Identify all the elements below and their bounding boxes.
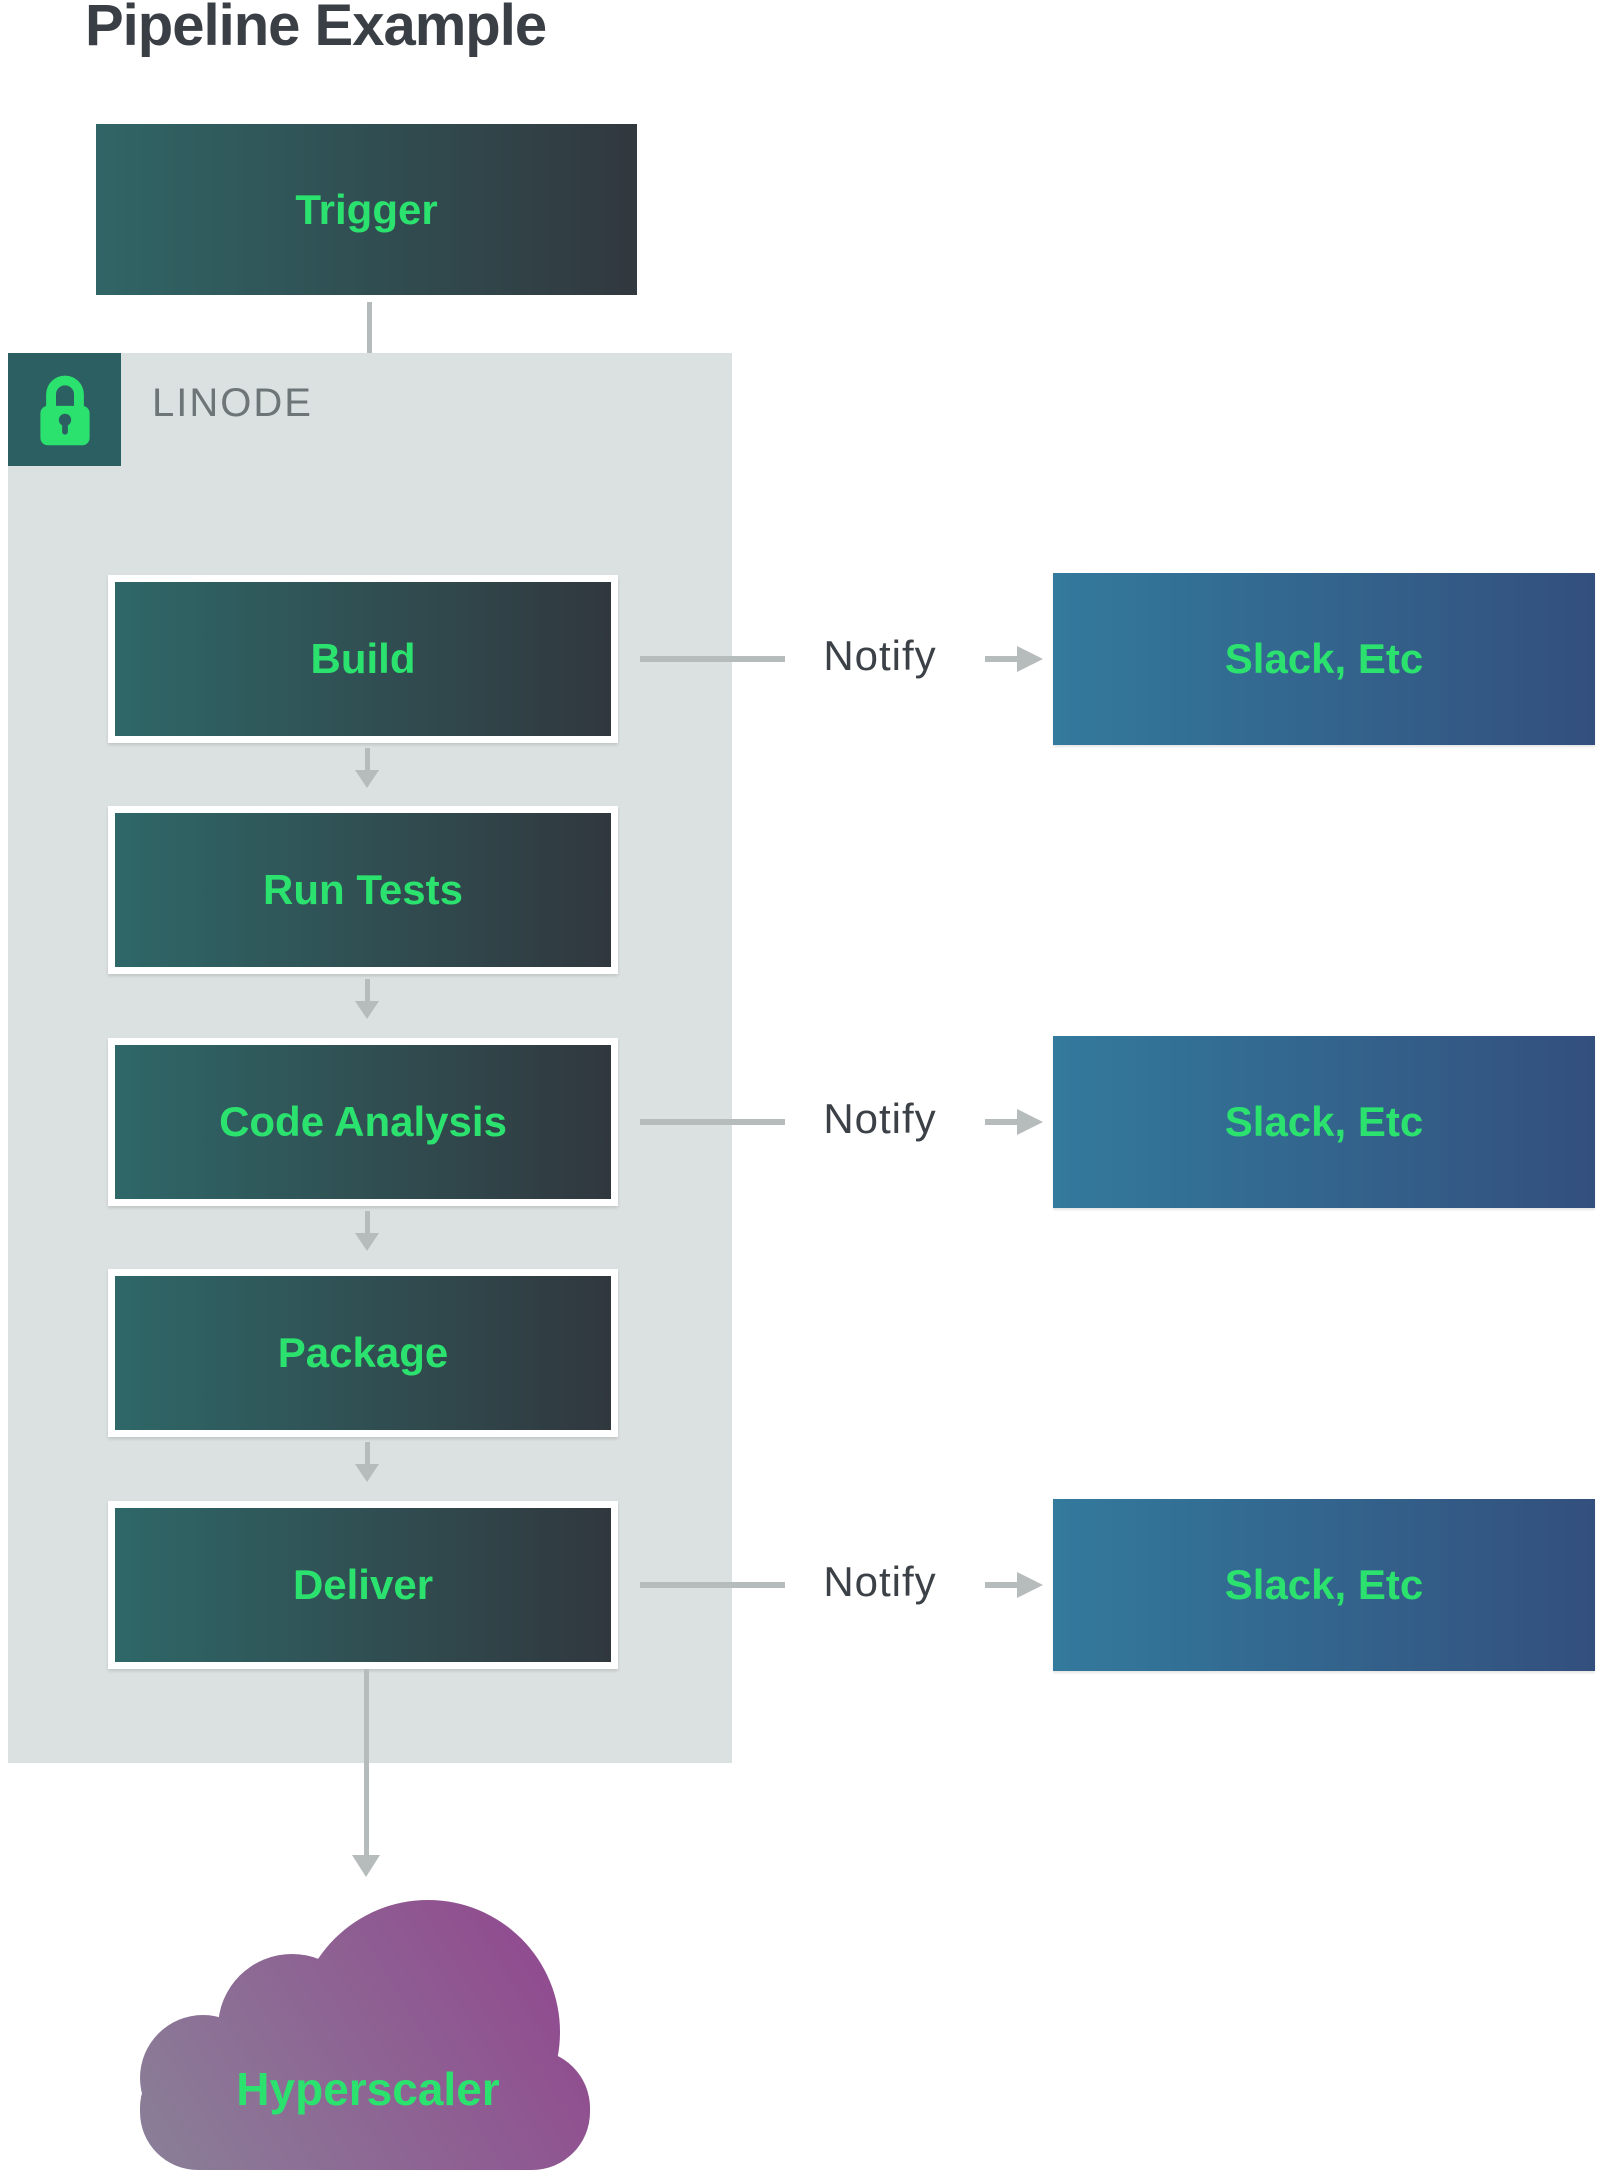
arrow-package-to-deliver-head (355, 1464, 379, 1482)
notify-target-label: Slack, Etc (1224, 1561, 1424, 1608)
arrow-codeanalysis-to-package-line (365, 1211, 370, 1233)
zone-label: LINODE (152, 381, 313, 425)
stage-label: Build (310, 635, 416, 682)
notify-target-label: Slack, Etc (1224, 635, 1424, 682)
arrow-deliver-to-cloud-head (352, 1855, 380, 1877)
notify-arrow-codeanalysis-line (985, 1119, 1017, 1125)
stage-node-package: Package (108, 1269, 618, 1437)
notify-target-node-codeanalysis: Slack, Etc (1053, 1036, 1595, 1208)
notify-arrow-build-line (985, 656, 1017, 662)
arrow-build-to-runtests-head (355, 770, 379, 788)
notify-arrow-codeanalysis-head (1017, 1109, 1043, 1135)
notify-label-deliver: Notify (823, 1558, 937, 1605)
stage-node-build: Build (108, 575, 618, 743)
arrow-deliver-to-cloud-line (364, 1669, 369, 1855)
notify-target-node-build: Slack, Etc (1053, 573, 1595, 745)
stage-label: Run Tests (263, 866, 463, 913)
stage-label: Package (277, 1329, 449, 1376)
stage-node-code-analysis: Code Analysis (108, 1038, 618, 1206)
arrow-build-to-runtests-line (365, 748, 370, 770)
cloud-shape (140, 1900, 590, 2170)
notify-label-codeanalysis: Notify (823, 1095, 937, 1142)
notify-arrow-deliver-line (985, 1582, 1017, 1588)
hyperscaler-cloud: Hyperscaler (140, 1900, 590, 2170)
trigger-label: Trigger (295, 185, 438, 233)
arrow-package-to-deliver-line (365, 1442, 370, 1464)
arrow-codeanalysis-to-package-head (355, 1233, 379, 1251)
arrow-runtests-to-codeanalysis-line (365, 979, 370, 1001)
notify-target-label: Slack, Etc (1224, 1098, 1424, 1145)
arrow-runtests-to-codeanalysis-head (355, 1001, 379, 1019)
stage-label: Code Analysis (219, 1098, 507, 1145)
cloud-label: Hyperscaler (236, 2063, 499, 2115)
notify-label-build: Notify (823, 632, 937, 679)
lock-badge (8, 353, 121, 466)
stage-label: Deliver (292, 1561, 434, 1608)
notify-line-codeanalysis (640, 1119, 785, 1125)
notify-arrow-build-head (1017, 646, 1043, 672)
trigger-node: Trigger (96, 124, 637, 295)
page-title: Pipeline Example (85, 0, 547, 58)
lock-icon (39, 375, 90, 445)
notify-target-node-deliver: Slack, Etc (1053, 1499, 1595, 1671)
notify-arrow-deliver-head (1017, 1572, 1043, 1598)
stage-node-deliver: Deliver (108, 1501, 618, 1669)
notify-line-deliver (640, 1582, 785, 1588)
stage-node-run-tests: Run Tests (108, 806, 618, 974)
notify-line-build (640, 656, 785, 662)
